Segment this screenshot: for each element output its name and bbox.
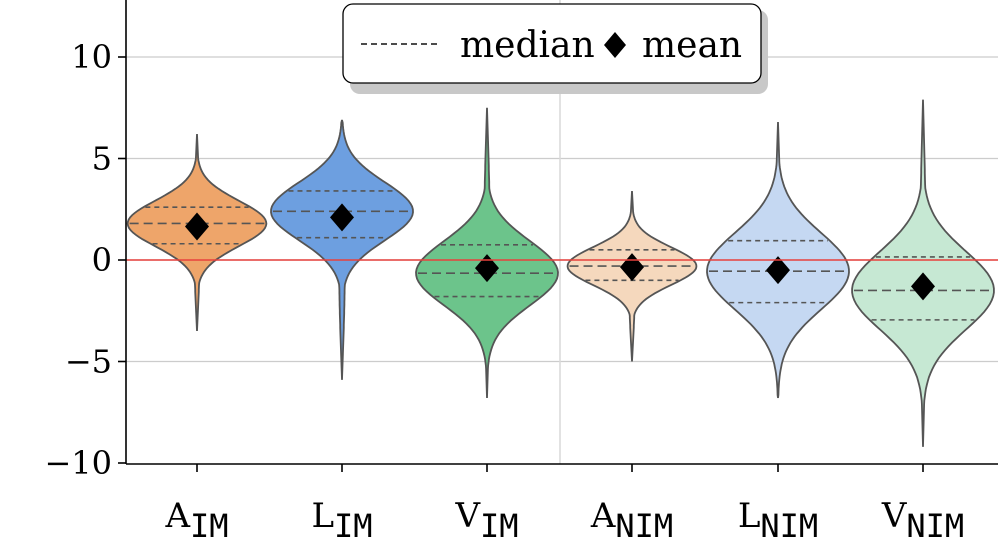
x-tick-label-base: V bbox=[454, 496, 481, 536]
x-tick-label: VIM bbox=[454, 496, 518, 545]
x-tick-label: LNIM bbox=[738, 496, 818, 545]
x-tick-label: ANIM bbox=[590, 496, 673, 545]
y-tick-label: −5 bbox=[65, 343, 112, 381]
x-tick-label-sub: NIM bbox=[760, 507, 818, 545]
mean-marker bbox=[330, 203, 354, 232]
y-tick-label: 5 bbox=[92, 140, 112, 178]
x-tick-label-sub: IM bbox=[190, 507, 229, 545]
mean-marker bbox=[766, 256, 790, 285]
mean-marker bbox=[475, 254, 499, 283]
x-tick-label-base: A bbox=[164, 496, 190, 536]
x-tick-label-sub: IM bbox=[480, 507, 519, 545]
x-tick-label-sub: NIM bbox=[906, 507, 964, 545]
violin-body bbox=[415, 107, 559, 399]
x-tick-label: AIM bbox=[164, 496, 228, 545]
x-tick-label-base: L bbox=[738, 496, 761, 536]
y-tick-label: 0 bbox=[92, 241, 112, 279]
y-tick-label: −10 bbox=[44, 444, 112, 482]
x-tick-label-sub: IM bbox=[334, 507, 373, 545]
x-tick-label-base: A bbox=[590, 496, 616, 536]
x-tick-label: LIM bbox=[311, 496, 372, 545]
legend-mean-marker bbox=[604, 32, 626, 58]
violin-l-im bbox=[270, 119, 414, 380]
mean-marker bbox=[911, 272, 935, 301]
violin-v-im bbox=[415, 107, 559, 399]
legend: median mean bbox=[342, 3, 768, 94]
y-tick-label: 10 bbox=[71, 38, 112, 76]
violin-a-im bbox=[126, 134, 268, 332]
x-tick-label-sub: NIM bbox=[615, 507, 673, 545]
mean-marker bbox=[185, 212, 209, 241]
x-tick-label-base: V bbox=[881, 496, 908, 536]
x-tick-label: VNIM bbox=[881, 496, 964, 545]
violins bbox=[126, 99, 998, 447]
violin-v-nim bbox=[851, 99, 995, 447]
x-tick-label-base: L bbox=[311, 496, 334, 536]
legend-box bbox=[342, 3, 762, 84]
violin-body bbox=[270, 119, 414, 380]
legend-mean-label: mean bbox=[642, 25, 742, 66]
violin-a-nim bbox=[566, 190, 698, 362]
legend-median-label: median bbox=[460, 25, 595, 66]
